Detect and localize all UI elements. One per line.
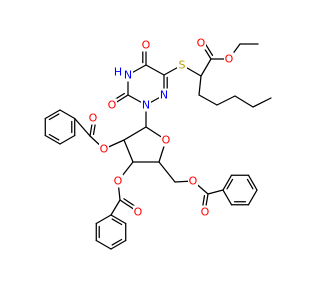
bond-64 bbox=[222, 174, 233, 191]
bond-layer bbox=[44, 42, 272, 250]
atom-o-pyr-top: O bbox=[142, 39, 151, 52]
atom-bg-o_bz3_c bbox=[200, 205, 210, 219]
atom-bg-o_pyr_top bbox=[141, 38, 151, 52]
bond-22 bbox=[216, 95, 236, 106]
bond-37 bbox=[59, 134, 76, 145]
bond-49 bbox=[110, 214, 127, 225]
atom-o-ester-c: O bbox=[197, 37, 206, 50]
bond-68 bbox=[246, 178, 254, 190]
atom-o-bz3-c: O bbox=[201, 206, 210, 219]
bond-53 bbox=[111, 238, 123, 246]
bond-54 bbox=[95, 239, 112, 250]
atom-o-bz3-r: O bbox=[189, 175, 198, 188]
atom-bg-n_ring_1 bbox=[159, 88, 169, 102]
bond-43 bbox=[59, 109, 76, 120]
bond-65 bbox=[226, 178, 234, 190]
bond-52 bbox=[110, 239, 127, 250]
atom-bg-o_bz2_r bbox=[113, 174, 123, 188]
atom-bg-o_bz2_c bbox=[133, 205, 143, 219]
atom-n-ring-1: N bbox=[160, 89, 168, 102]
atom-bg-nh bbox=[123, 68, 133, 82]
atom-h-of-nh: H bbox=[114, 66, 122, 79]
atom-o-bz1-r: O bbox=[100, 143, 109, 156]
bond-29 bbox=[123, 139, 134, 163]
atom-n-ring-2: N bbox=[142, 99, 150, 112]
bond-39 bbox=[48, 133, 60, 141]
bond-23 bbox=[234, 95, 254, 108]
atom-bg-o_bz3_r bbox=[188, 174, 198, 188]
atom-bg-s_thio bbox=[177, 58, 187, 72]
atom-bg-o_bz1_r bbox=[99, 142, 109, 156]
atom-o-bz1-c: O bbox=[89, 112, 98, 125]
bond-73 bbox=[207, 189, 224, 195]
bond-42 bbox=[48, 113, 60, 121]
atom-o-furan: O bbox=[162, 134, 171, 147]
atom-bg-o_ester_c bbox=[196, 36, 206, 50]
atom-bg-o_furan bbox=[161, 133, 171, 147]
bond-24 bbox=[252, 97, 272, 108]
bond-3 bbox=[145, 64, 165, 76]
atom-bg-o_bz1_c bbox=[88, 111, 98, 125]
atom-bg-o_ester_r bbox=[224, 52, 234, 66]
bond-72 bbox=[222, 189, 233, 206]
atom-o-pyr-bottom: O bbox=[108, 99, 117, 112]
atom-bg-h_of_nh bbox=[113, 65, 123, 79]
bond-50 bbox=[111, 218, 123, 226]
atom-bg-o_pyr_bottom bbox=[107, 98, 117, 112]
bond-30 bbox=[123, 126, 147, 141]
atom-o-bz2-r: O bbox=[114, 175, 123, 188]
bond-57 bbox=[95, 214, 112, 225]
bond-21 bbox=[198, 94, 218, 106]
bond-16-second bbox=[204, 42, 214, 57]
bond-69 bbox=[247, 189, 258, 206]
atom-bg-n_ring_2 bbox=[141, 98, 151, 112]
bond-38 bbox=[44, 134, 61, 145]
atom-s-thio: S bbox=[179, 59, 186, 72]
atom-nh: N bbox=[124, 69, 132, 82]
bond-14 bbox=[200, 58, 212, 77]
bond-41 bbox=[44, 109, 61, 120]
atom-o-bz2-c: O bbox=[134, 206, 143, 219]
atom-o-ester-r: O bbox=[225, 53, 234, 66]
bond-20 bbox=[198, 75, 202, 96]
bond-67 bbox=[247, 174, 258, 191]
bond-44 bbox=[74, 117, 91, 137]
bond-58 bbox=[110, 199, 121, 216]
bond-59 bbox=[158, 161, 176, 183]
